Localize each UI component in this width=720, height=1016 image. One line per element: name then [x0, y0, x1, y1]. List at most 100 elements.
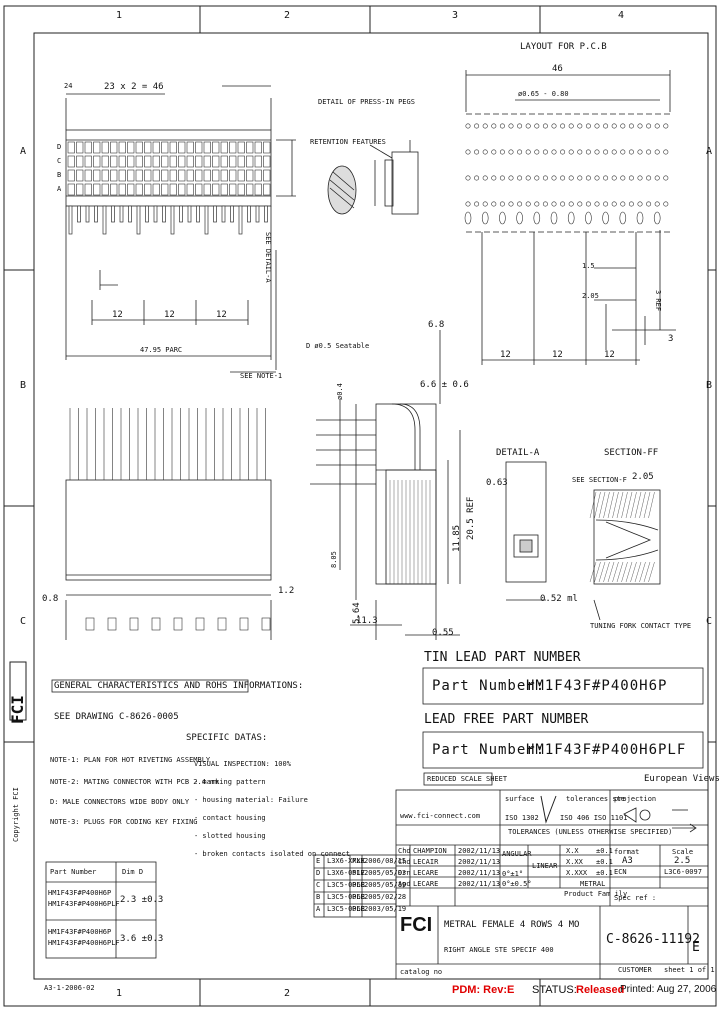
coding-box: [151, 617, 161, 631]
pin-leg: [230, 205, 234, 223]
retention-label: RETENTION FEATURES: [310, 138, 386, 146]
hatch-line: [625, 491, 633, 519]
role-1-date: 2002/11/13: [458, 847, 501, 855]
pcb-hole: [542, 123, 548, 129]
pcb-hole: [508, 175, 514, 181]
dim-46: 46: [552, 64, 563, 74]
linear-label: LINEAR: [532, 862, 558, 870]
contact-cavity: [203, 183, 211, 196]
pcb-hole: [491, 149, 497, 155]
dim-12-front-1: 12: [112, 310, 123, 320]
role-4: Apd: [398, 880, 411, 888]
contact-cavity: [203, 141, 211, 154]
contact-cavity: [152, 141, 160, 154]
contact-cavity: [237, 169, 245, 182]
pin-leg: [221, 205, 226, 223]
pcb-hole: [646, 123, 652, 129]
pin-leg: [170, 205, 175, 235]
hatch-line: [598, 561, 606, 583]
hatch-line: [612, 561, 619, 583]
contact-cavity: [84, 183, 92, 196]
contact-cavity: [118, 155, 126, 168]
dim-1-5: 1.5: [582, 262, 595, 270]
contact-cavity: [144, 155, 152, 168]
pcb-hole: [603, 175, 609, 181]
hatch-line: [594, 491, 601, 519]
contact-cavity: [229, 169, 237, 182]
contact-cavity: [169, 169, 177, 182]
eco-label: ECN: [614, 868, 627, 876]
contact-cavity: [144, 169, 152, 182]
dim-3-ref: 3 REF: [654, 290, 662, 312]
role-3: Drn: [398, 869, 411, 877]
pin-leg: [68, 205, 73, 235]
contact-cavity: [263, 155, 271, 168]
linear-tol-1: X.X: [566, 847, 579, 855]
revision-date-cell: 2003/05/19: [364, 905, 407, 913]
contact-cavity: [220, 169, 228, 182]
hatch-line: [607, 491, 615, 519]
dim-5-64: 5.64: [352, 602, 362, 624]
contact-cavity: [246, 141, 254, 154]
tin-lead-label: Part Number:: [432, 678, 546, 694]
contact-cavity: [246, 169, 254, 182]
detail-a-title: DETAIL-A: [496, 448, 540, 458]
contact-cavity: [144, 141, 152, 154]
pcb-hole: [517, 201, 523, 207]
dim-11-3: 11.3: [356, 616, 378, 626]
pcb-hole: [542, 149, 548, 155]
contact-cavity: [195, 183, 203, 196]
scale-label: Scale: [672, 848, 694, 856]
revision-by-cell: PLE: [352, 905, 365, 913]
angular-label: ANGULAR: [502, 850, 532, 858]
row-letter-b: B: [57, 171, 62, 179]
hatch-line: [589, 491, 597, 519]
contact-cavity: [220, 183, 228, 196]
revision-eco-cell: L3X6-0517: [327, 869, 365, 877]
pcb-hole: [534, 123, 540, 129]
pcb-hole: [585, 123, 591, 129]
row-label-a: A: [20, 146, 27, 157]
pcb-hole: [611, 201, 617, 207]
sheet-label: sheet 1 of 1: [664, 966, 715, 974]
specific-line-2: - marking pattern: [194, 778, 266, 786]
pcb-hole: [525, 149, 531, 155]
hatch-line: [639, 561, 646, 583]
pcb-hole: [560, 175, 566, 181]
pcb-hole: [499, 123, 505, 129]
dim-12-pcb-1: 12: [500, 350, 511, 360]
role-2-date: 2002/11/13: [458, 858, 501, 866]
pcb-hole: [577, 201, 583, 207]
dim-8-05: 8.05: [330, 551, 338, 568]
pin-leg: [264, 205, 268, 223]
pcb-hole: [620, 149, 626, 155]
contact-cavity: [254, 141, 262, 154]
revision-by-cell: PLE: [352, 881, 365, 889]
pcb-hole: [499, 175, 505, 181]
contact-cavity: [195, 155, 203, 168]
specific-line-4: - contact housing: [194, 814, 266, 822]
pcb-hole: [568, 175, 574, 181]
revision-by-cell: PLE: [352, 869, 365, 877]
contact-cavity: [186, 169, 194, 182]
peg-hole: [464, 211, 472, 225]
hatch-line: [594, 561, 601, 583]
revision-date-cell: 2006/08/15: [364, 857, 407, 865]
pcb-hole: [551, 123, 557, 129]
contact-cavity: [152, 169, 160, 182]
fci-logo: FCI: [400, 914, 433, 936]
pcb-hole: [568, 123, 574, 129]
side-hatch: [385, 480, 431, 584]
press-in-detail: [327, 140, 419, 215]
col-label-1-bottom: 1: [116, 988, 123, 999]
revision-eco-cell: L3C5-0068: [327, 881, 365, 889]
pin-leg: [102, 205, 107, 235]
dim-2-05-ff: 2.05: [632, 472, 654, 482]
hatch-line: [598, 491, 606, 519]
contact-cavity: [93, 169, 101, 182]
peg-hole: [550, 211, 558, 225]
contact-cavity: [135, 183, 143, 196]
pin-leg: [153, 205, 158, 223]
pcb-hole: [637, 175, 643, 181]
pcb-hole: [560, 123, 566, 129]
